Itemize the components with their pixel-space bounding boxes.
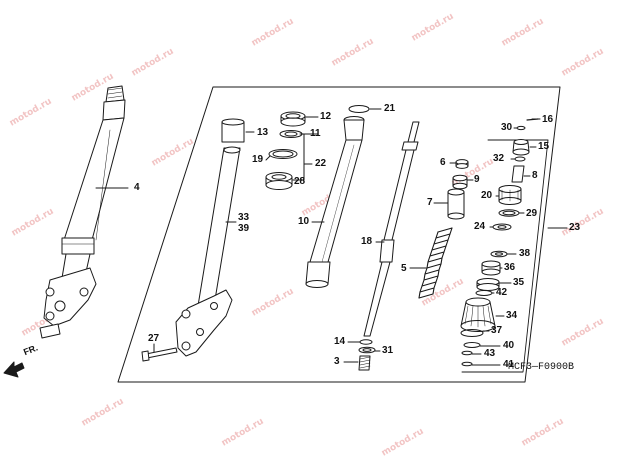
callout-5: 5 bbox=[401, 263, 407, 274]
callout-6: 6 bbox=[440, 157, 446, 168]
callout-9: 9 bbox=[474, 174, 480, 185]
callout-40: 40 bbox=[503, 340, 515, 351]
nut-6 bbox=[455, 159, 469, 169]
callout-33: 33 bbox=[238, 212, 250, 223]
callout-20: 20 bbox=[481, 190, 493, 201]
callout-28: 28 bbox=[294, 176, 306, 187]
cartridge-34 bbox=[460, 297, 496, 332]
washer-38 bbox=[490, 250, 508, 258]
callout-13: 13 bbox=[257, 127, 269, 138]
spring-3 bbox=[358, 355, 371, 371]
washer-32 bbox=[514, 156, 526, 162]
pinch-bolt bbox=[141, 347, 178, 362]
callout-8: 8 bbox=[532, 170, 538, 181]
screw-30 bbox=[516, 125, 526, 131]
callout-29: 29 bbox=[526, 208, 538, 219]
washer-42 bbox=[475, 290, 493, 296]
callout-14: 14 bbox=[334, 336, 346, 347]
stopper-ring-19 bbox=[268, 149, 298, 159]
assembly-frame bbox=[117, 86, 561, 383]
fork-tube bbox=[305, 116, 365, 288]
seat-14 bbox=[359, 339, 373, 345]
shim-40 bbox=[463, 342, 481, 348]
callout-7: 7 bbox=[427, 197, 433, 208]
callout-42: 42 bbox=[496, 287, 508, 298]
callout-15: 15 bbox=[538, 141, 550, 152]
adjuster-15 bbox=[512, 139, 530, 156]
bushing-13 bbox=[221, 118, 245, 143]
callout-31: 31 bbox=[382, 345, 394, 356]
callout-16: 16 bbox=[542, 114, 554, 125]
callout-30: 30 bbox=[501, 122, 513, 133]
diagram-code: MCF3—F0900B bbox=[508, 362, 575, 373]
washer-11 bbox=[279, 130, 303, 138]
callout-39: 39 bbox=[238, 223, 250, 234]
callout-19: 19 bbox=[252, 154, 264, 165]
callout-34: 34 bbox=[506, 310, 518, 321]
callout-32: 32 bbox=[493, 153, 505, 164]
callout-4: 4 bbox=[134, 182, 140, 193]
callout-23: 23 bbox=[569, 222, 581, 233]
front-direction-arrow-icon bbox=[3, 361, 25, 378]
callout-18: 18 bbox=[361, 236, 373, 247]
callout-37: 37 bbox=[491, 325, 503, 336]
fork-bolt-20 bbox=[498, 185, 522, 205]
callout-38: 38 bbox=[519, 248, 531, 259]
plunger-8 bbox=[511, 165, 525, 183]
piston-ring-21 bbox=[348, 105, 370, 113]
nut-36 bbox=[481, 260, 501, 276]
spacer-35 bbox=[476, 278, 500, 291]
callout-22: 22 bbox=[315, 158, 327, 169]
spring-collar-7 bbox=[447, 188, 465, 220]
callout-3: 3 bbox=[334, 356, 340, 367]
callout-11: 11 bbox=[310, 128, 321, 139]
fork-slider bbox=[175, 146, 241, 357]
callout-24: 24 bbox=[474, 221, 486, 232]
dust-seal-28 bbox=[265, 172, 293, 190]
callout-10: 10 bbox=[298, 216, 310, 227]
washer-31 bbox=[358, 346, 376, 354]
oil-seal-12 bbox=[280, 111, 306, 127]
callout-27: 27 bbox=[148, 333, 160, 344]
damper-rod bbox=[363, 121, 420, 337]
leader-line bbox=[265, 155, 271, 161]
washer-24 bbox=[492, 223, 512, 231]
callout-35: 35 bbox=[513, 277, 525, 288]
callout-36: 36 bbox=[504, 262, 516, 273]
callout-41: 41 bbox=[503, 359, 515, 370]
callout-21: 21 bbox=[384, 103, 396, 114]
callout-43: 43 bbox=[484, 348, 496, 359]
shim-41 bbox=[461, 361, 473, 367]
callout-12: 12 bbox=[320, 111, 332, 122]
o-ring-29 bbox=[498, 209, 520, 217]
collar-9 bbox=[452, 174, 468, 190]
bracket-22 bbox=[299, 133, 313, 181]
fork-spring bbox=[418, 227, 453, 299]
fork-assembly-left bbox=[39, 85, 126, 339]
ring-37 bbox=[460, 329, 484, 337]
shim-43 bbox=[461, 350, 473, 356]
